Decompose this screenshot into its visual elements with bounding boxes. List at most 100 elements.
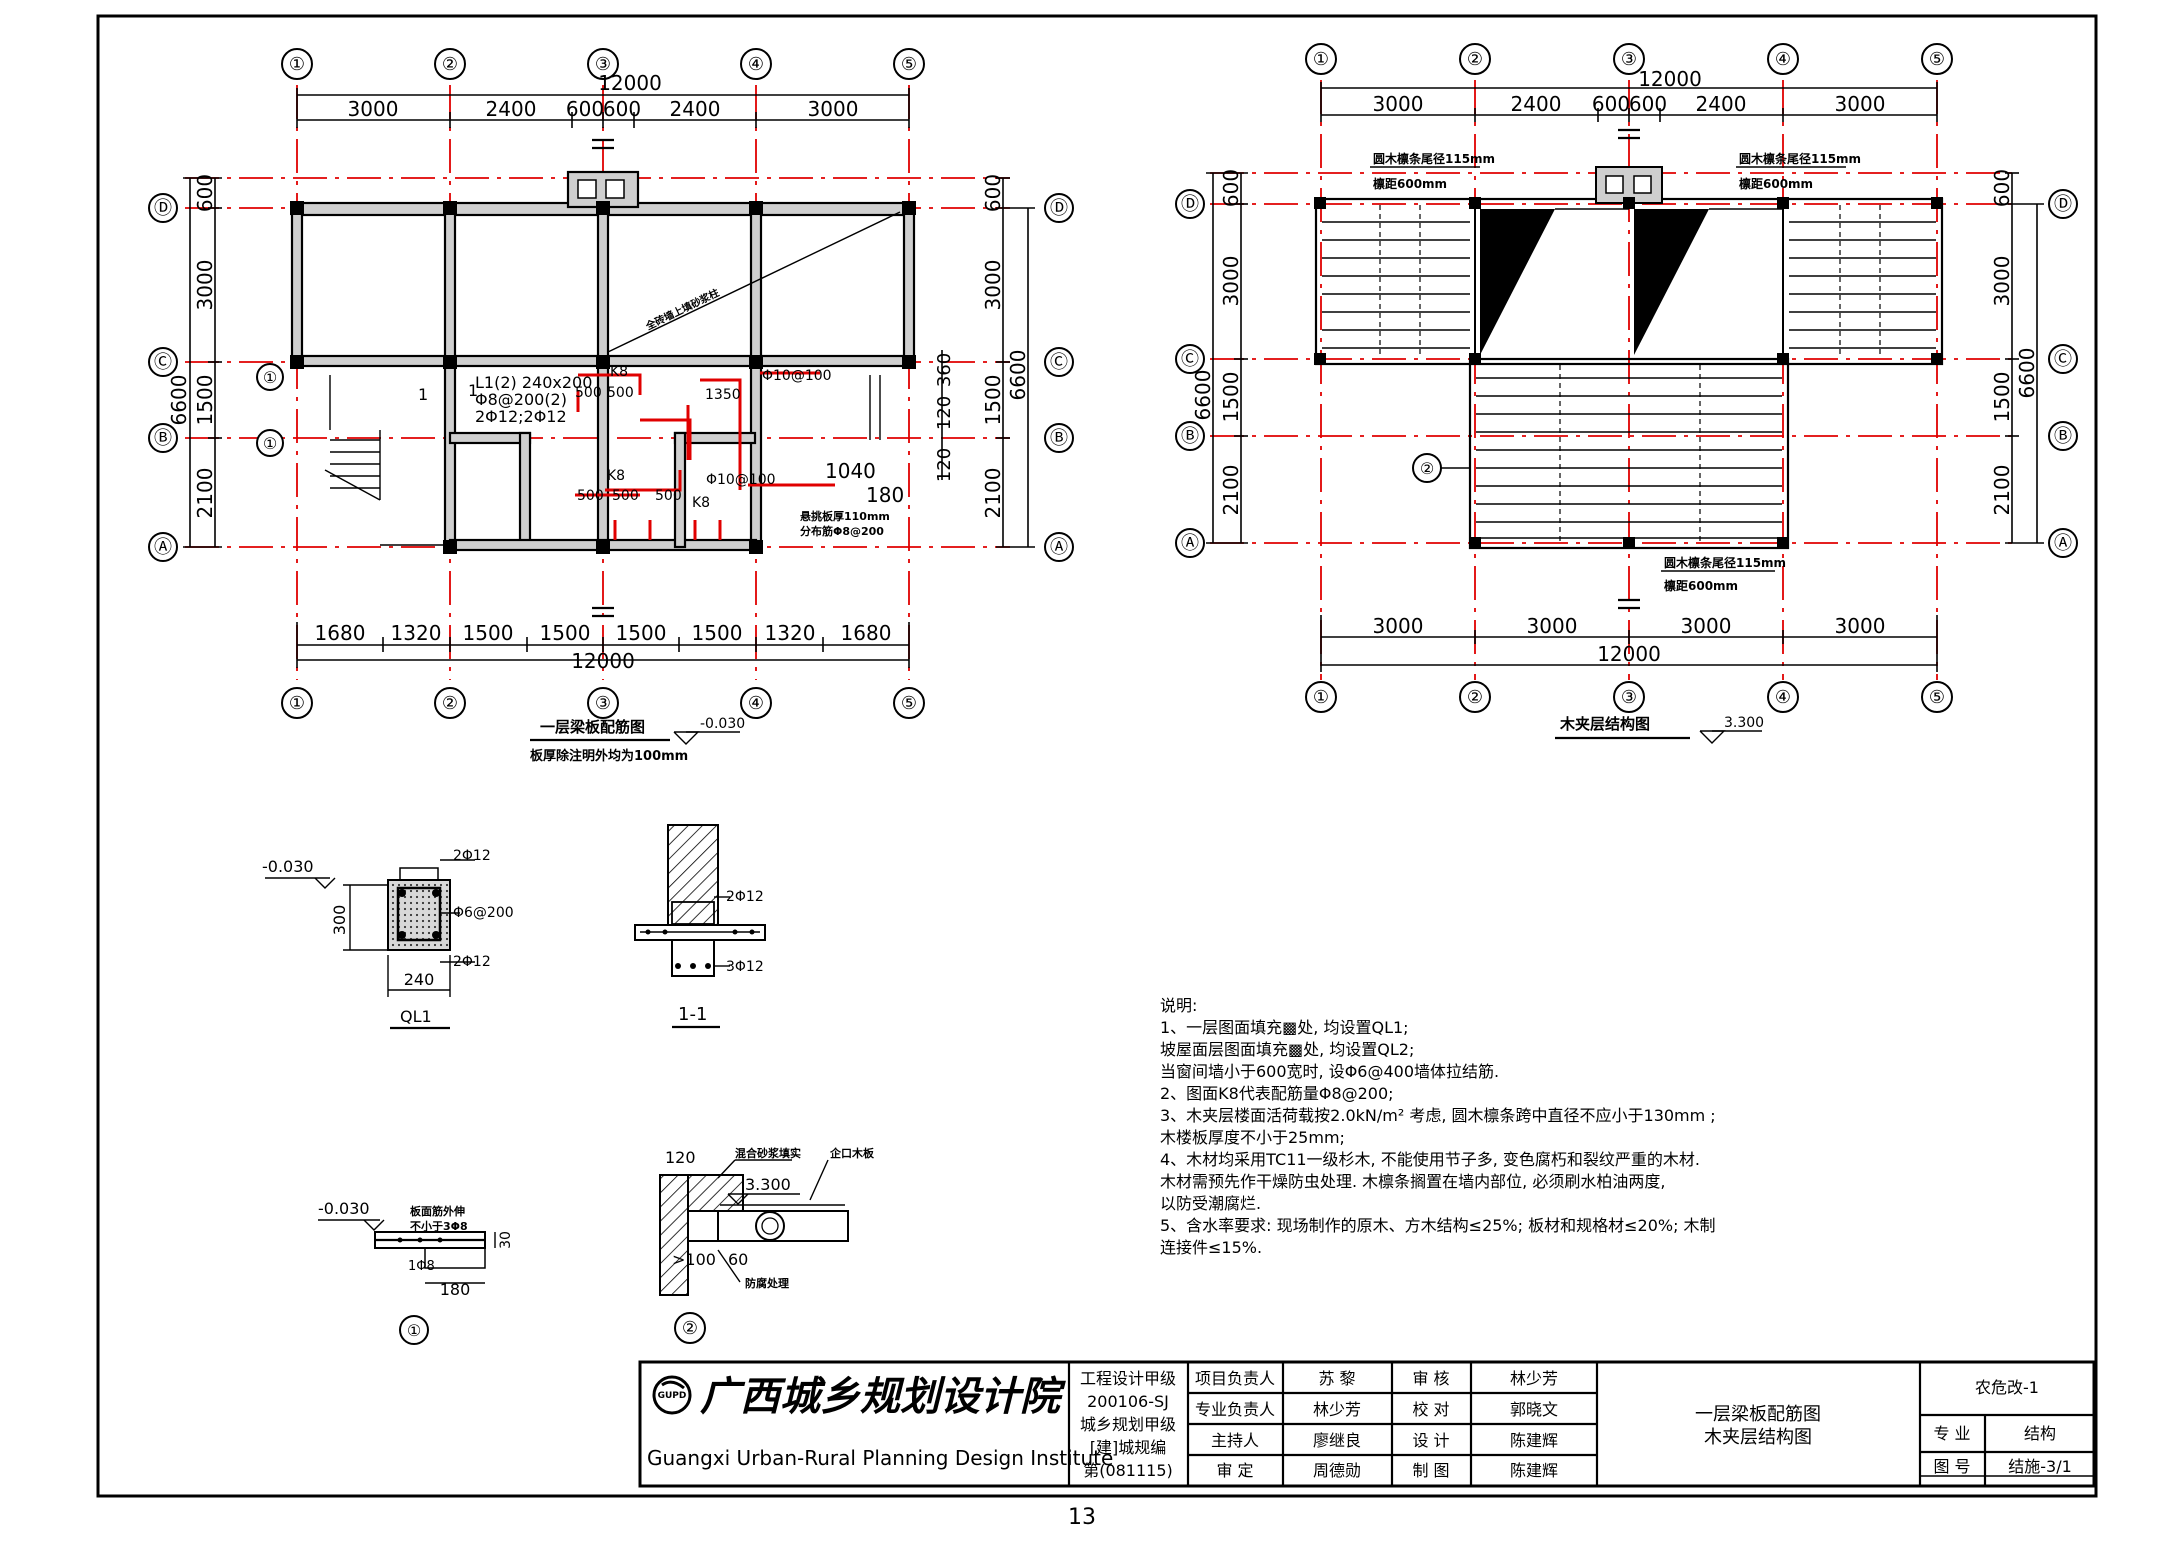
stair (324, 375, 881, 546)
page-number: 13 (1068, 1505, 1096, 1530)
right-dimensions: 600 3000 1500 2100 6600 (1990, 169, 2044, 544)
det1-note1: 板面筋外伸 (410, 1204, 465, 1218)
axis-2-label: ② (442, 54, 458, 75)
detail-section-1-1: 2Φ12 3Φ12 1-1 (634, 824, 766, 1029)
ql1-elevation: -0.030 (262, 857, 314, 876)
axis-D-label: Ⓓ (1050, 198, 1068, 219)
role-label: 项目负责人 (1195, 1369, 1275, 1388)
title-block: GUPD 广西城乡规划设计院 Guangxi Urban-Rural Plann… (638, 1360, 2096, 1488)
detail-ref-1: ① (263, 368, 277, 387)
detail-ql1: -0.030 2Φ12 Φ6@200 2Φ12 300 240 QL1 (262, 848, 514, 1030)
sec11-bars-b: 3Φ12 (726, 959, 764, 975)
major-value: 结构 (2024, 1424, 2056, 1443)
dim-small: 360 (934, 353, 955, 387)
beam-label: L1(2) 240x200 (475, 373, 592, 392)
rebar-phi-a: Φ10@100 (762, 368, 832, 384)
det2-dim60: 60 (728, 1250, 748, 1269)
qual: 工程设计甲级 (1080, 1369, 1176, 1388)
left-dimensions: 600 3000 1500 2100 6600 (167, 174, 222, 548)
dim-bottom: 1320 (765, 621, 816, 645)
axis-3-label: ③ (1621, 49, 1637, 70)
axis-C-label: Ⓒ (154, 352, 172, 373)
dim-1040: 1040 (825, 459, 876, 483)
plan-first-floor-beam-slab: 全砖墙上填砂浆柱 L1(2) 240x200 Φ8@200(2) 2Φ12;2Φ… (148, 48, 1074, 764)
axis-B-label: Ⓑ (154, 428, 172, 449)
k8-label: K8 (607, 468, 625, 484)
dim-bottom: 1680 (315, 621, 366, 645)
walls (1314, 128, 1944, 610)
axis-5-label: ⑤ (901, 54, 917, 75)
ql1-stirrup: Φ6@200 (453, 905, 514, 921)
axis-B-label: Ⓑ (1050, 428, 1068, 449)
dim-right: 2100 (1990, 465, 2014, 516)
plan2-elevation: 3.300 (1724, 715, 1764, 731)
dim-top: 2400 (1511, 92, 1562, 116)
dim-bottom: 3000 (1527, 614, 1578, 638)
drawing-title-1: 一层梁板配筋图 (1695, 1404, 1821, 1425)
left-dimensions: 600 3000 1500 2100 6600 (1191, 169, 1248, 544)
dim-bottom: 1320 (391, 621, 442, 645)
plan1-elevation: -0.030 (700, 716, 745, 732)
dim-left: 600 (1219, 169, 1243, 207)
purlin-note: 圆木檩条尾径115mm (1739, 151, 1861, 166)
dim-overall-left: 6600 (1191, 370, 1215, 421)
drawing-title-2: 木夹层结构图 (1704, 1427, 1812, 1448)
dim-top: 2400 (670, 97, 721, 121)
det1-dim180: 180 (440, 1280, 471, 1299)
role-label: 校 对 (1412, 1400, 1449, 1419)
det2-label: ② (682, 1318, 698, 1339)
red-rebar (575, 371, 835, 540)
dim-overall-right: 6600 (1006, 350, 1030, 401)
dim-top: 600 (566, 97, 604, 121)
axis-3-label: ③ (1621, 687, 1637, 708)
drawing-no: 结施-3/1 (2008, 1457, 2072, 1476)
bottom-dimensions: 1680 1320 1500 1500 1500 1500 1320 1680 … (296, 621, 910, 673)
k8-label: K8 (610, 364, 628, 380)
dim-right: 2100 (981, 468, 1005, 519)
dim-top: 2400 (1696, 92, 1747, 116)
notes: 说明: 1、一层图面填充▩处, 均设置QL1; 坡屋面层图面填充▩处, 均设置Q… (1160, 996, 1716, 1257)
notes-line: 4、木材均采用TC11一级杉木, 不能使用节子多, 变色腐朽和裂纹严重的木材. (1160, 1150, 1700, 1169)
logo-icon: GUPD (658, 1391, 687, 1401)
plan-timber-mezzanine: 圆木檩条尾径115mm 檩距600mm 圆木檩条尾径115mm 檩距600mm … (1175, 43, 2078, 744)
role-label: 设 计 (1412, 1431, 1449, 1450)
dim-500: 500 (575, 385, 602, 401)
dim-left: 1500 (193, 375, 217, 426)
axis-A-label: Ⓐ (154, 537, 172, 558)
role-label: 专业负责人 (1195, 1400, 1275, 1419)
dim-bottom: 3000 (1835, 614, 1886, 638)
bottom-dimensions: 3000 3000 3000 3000 12000 (1320, 614, 1938, 672)
dim-500: 500 (577, 488, 604, 504)
dim-left: 600 (193, 174, 217, 212)
plan2-title: 木夹层结构图 (1559, 715, 1650, 733)
notes-heading: 说明: (1160, 996, 1197, 1015)
spacing-note: 檩距600mm (1373, 176, 1447, 191)
spacing-note: 檩距600mm (1664, 578, 1738, 593)
dim-overall: 12000 (1638, 67, 1702, 91)
beam-bars: 2Φ12;2Φ12 (475, 407, 567, 426)
qual: 城乡规划甲级 (1080, 1415, 1176, 1434)
role-name: 林少芳 (1313, 1400, 1361, 1419)
axis-D-label: Ⓓ (2054, 194, 2072, 215)
role-name: 林少芳 (1510, 1369, 1558, 1388)
axis-3-label: ③ (595, 54, 611, 75)
det2-note3: 防腐处理 (745, 1276, 789, 1290)
dim-right: 600 (1990, 169, 2014, 207)
plan1-note: 板厚除注明外均为100mm (530, 748, 688, 764)
notes-line: 2、图面K8代表配筋量Φ8@200; (1160, 1084, 1394, 1103)
role-name: 陈建辉 (1510, 1431, 1558, 1450)
dim-left: 3000 (193, 260, 217, 311)
ql1-top-bars: 2Φ12 (453, 848, 491, 864)
notes-line: 3、木夹层楼面活荷载按2.0kN/m² 考虑, 圆木檩条跨中直径不应小于130m… (1160, 1106, 1716, 1125)
dim-left: 2100 (193, 468, 217, 519)
columns (290, 201, 916, 554)
notes-line: 1、一层图面填充▩处, 均设置QL1; (1160, 1018, 1409, 1037)
rebar-phi-b: Φ10@100 (706, 472, 776, 488)
columns (1314, 197, 1943, 549)
dim-top: 3000 (1835, 92, 1886, 116)
dim-overall-left: 6600 (167, 375, 191, 426)
notes-line: 当窗间墙小于600宽时, 设Φ6@400墙体拉结筋. (1160, 1062, 1499, 1081)
axis-1-label: ① (289, 693, 305, 714)
diagonal-note: 全砖墙上填砂浆柱 (643, 286, 722, 333)
